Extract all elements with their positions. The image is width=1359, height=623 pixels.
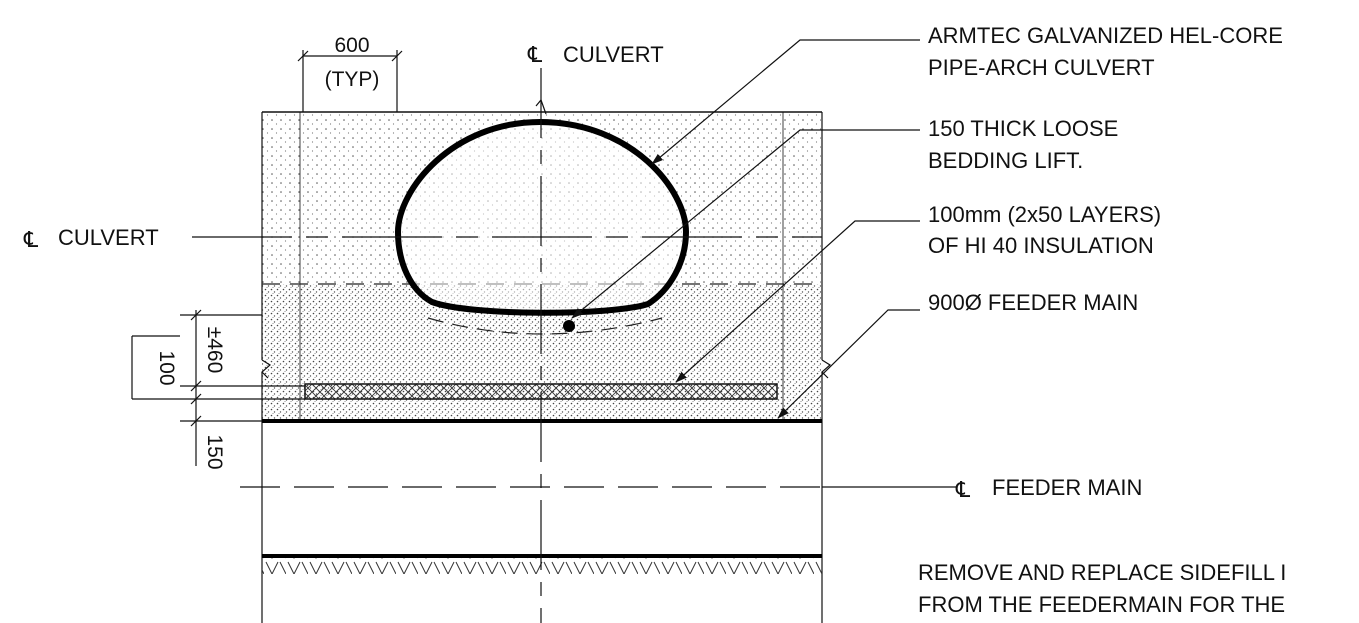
culvert-top-cl-symbol: ℄ [527, 42, 543, 67]
spacing-note: (TYP) [325, 68, 380, 91]
pipe-arch-culvert [394, 118, 690, 316]
spacing-dimension [297, 50, 403, 112]
culvert-callout-line1: ARMTEC GALVANIZED HEL-CORE [928, 23, 1283, 48]
culvert-left-cl-symbol: ℄ [23, 227, 39, 252]
cover-dimension: ±460 [203, 327, 226, 374]
feeder-callout: 900Ø FEEDER MAIN [928, 290, 1138, 315]
callout-leaders [571, 39, 956, 488]
culvert-callout-line2: PIPE-ARCH CULVERT [928, 55, 1155, 80]
bedding-dimension: 150 [203, 434, 226, 469]
vertical-dimensions [131, 309, 305, 466]
feeder-main-bottom [262, 554, 822, 574]
note-line2: FROM THE FEEDERMAIN FOR THE [918, 592, 1285, 617]
feeder-main-cl-symbol: ℄ [955, 477, 971, 502]
bedding-callout-line1: 150 THICK LOOSE [928, 116, 1118, 141]
insulation-dimension: 100 [155, 350, 178, 385]
spacing-value: 600 [334, 34, 369, 57]
trench-outline [261, 111, 832, 623]
centerline-break-mark [535, 98, 547, 115]
feeder-main-cl-label: FEEDER MAIN [992, 475, 1142, 500]
bedding-marker-dot [563, 320, 575, 332]
note-line1: REMOVE AND REPLACE SIDEFILL I [918, 560, 1286, 585]
insulation-callout-line1: 100mm (2x50 LAYERS) [928, 202, 1161, 227]
culvert-top-cl-label: CULVERT [563, 42, 664, 67]
culvert-left-cl-label: CULVERT [58, 225, 159, 250]
insulation-callout-line2: OF HI 40 INSULATION [928, 233, 1154, 258]
bedding-callout-line2: BEDDING LIFT. [928, 148, 1083, 173]
